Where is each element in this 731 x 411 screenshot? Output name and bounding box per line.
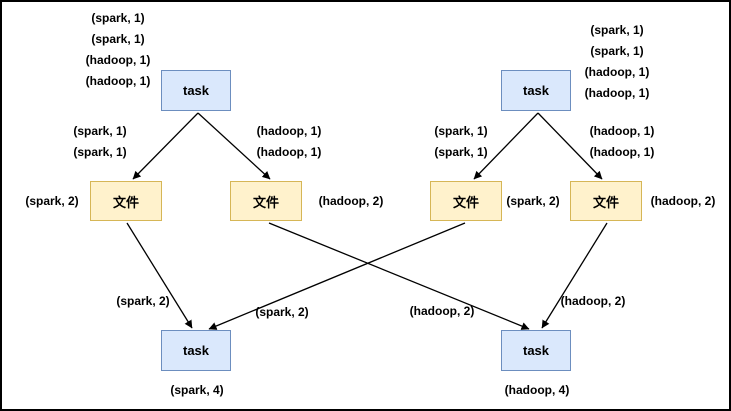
node-label: 文件 bbox=[252, 194, 279, 210]
node-label: task bbox=[522, 83, 550, 98]
tuple-label: (hadoop, 1) bbox=[256, 124, 322, 138]
tuple-label: (hadoop, 1) bbox=[85, 74, 151, 88]
node-task-top-right: task bbox=[501, 70, 571, 111]
tuple-label: (spark, 1) bbox=[434, 145, 488, 159]
tuple-label: (hadoop, 1) bbox=[256, 145, 322, 159]
node-task-bottom-left: task bbox=[161, 330, 231, 371]
edge-file1-to-task-bottomleft bbox=[126, 222, 193, 329]
node-file-3: 文件 bbox=[430, 181, 502, 221]
tuple-label: (hadoop, 1) bbox=[584, 86, 650, 100]
annotation-input-stack-left: (spark, 1) (spark, 1) (hadoop, 1) (hadoo… bbox=[86, 8, 151, 92]
edge-task-topleft-to-file1 bbox=[132, 112, 199, 180]
node-label: task bbox=[522, 343, 550, 358]
result-label-right: (hadoop, 4) bbox=[504, 383, 570, 397]
tuple-label: (hadoop, 1) bbox=[584, 65, 650, 79]
node-label: 文件 bbox=[452, 194, 479, 210]
tuple-label: (hadoop, 1) bbox=[85, 53, 151, 67]
side-label-file1: (spark, 2) bbox=[25, 194, 79, 208]
edge-label-tasktr-file3: (spark, 1) (spark, 1) bbox=[434, 121, 487, 163]
node-label: task bbox=[182, 83, 210, 98]
tuple-label: (spark, 1) bbox=[434, 124, 488, 138]
tuple-label: (spark, 1) bbox=[73, 124, 127, 138]
side-label-file3: (spark, 2) bbox=[506, 194, 560, 208]
edge-label-tasktl-file2: (hadoop, 1) (hadoop, 1) bbox=[257, 121, 322, 163]
tuple-label: (spark, 1) bbox=[91, 11, 145, 25]
side-label-file2: (hadoop, 2) bbox=[318, 194, 384, 208]
node-file-1: 文件 bbox=[90, 181, 162, 221]
edge-label-file3-taskbl: (spark, 2) bbox=[255, 305, 309, 319]
node-label: task bbox=[182, 343, 210, 358]
tuple-label: (hadoop, 1) bbox=[589, 145, 655, 159]
annotation-input-stack-right: (spark, 1) (spark, 1) (hadoop, 1) (hadoo… bbox=[585, 20, 650, 104]
edge-label-file2-taskbr: (hadoop, 2) bbox=[409, 304, 475, 318]
side-label-file4: (hadoop, 2) bbox=[650, 194, 716, 208]
node-task-top-left: task bbox=[161, 70, 231, 111]
node-label: 文件 bbox=[592, 194, 619, 210]
node-file-2: 文件 bbox=[230, 181, 302, 221]
edge-file4-to-task-bottomright bbox=[541, 222, 608, 329]
edge-label-tasktr-file4: (hadoop, 1) (hadoop, 1) bbox=[590, 121, 655, 163]
tuple-label: (spark, 1) bbox=[590, 23, 644, 37]
result-label-left: (spark, 4) bbox=[170, 383, 224, 397]
edge-label-tasktl-file1: (spark, 1) (spark, 1) bbox=[73, 121, 126, 163]
tuple-label: (spark, 1) bbox=[91, 32, 145, 46]
tuple-label: (spark, 1) bbox=[590, 44, 644, 58]
node-label: 文件 bbox=[112, 194, 139, 210]
edge-label-file1-taskbl: (spark, 2) bbox=[116, 294, 170, 308]
tuple-label: (spark, 1) bbox=[73, 145, 127, 159]
node-task-bottom-right: task bbox=[501, 330, 571, 371]
edge-label-file4-taskbr: (hadoop, 2) bbox=[560, 294, 626, 308]
node-file-4: 文件 bbox=[570, 181, 642, 221]
tuple-label: (hadoop, 1) bbox=[589, 124, 655, 138]
